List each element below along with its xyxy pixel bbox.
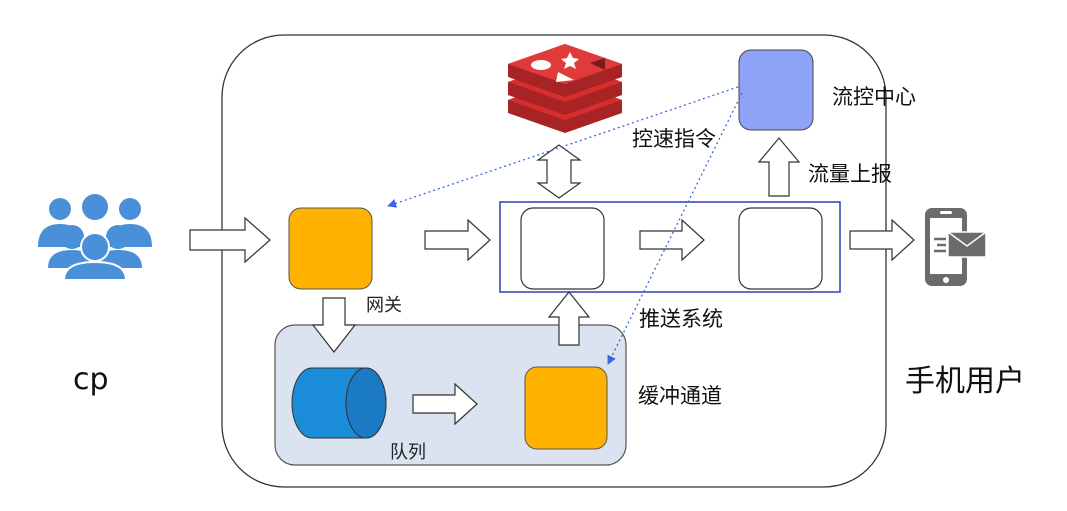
arrow-redis-push	[536, 144, 582, 199]
traffic-report-label: 流量上报	[808, 162, 892, 186]
arrow-gateway-push	[424, 218, 491, 262]
speed-command-label: 控速指令	[632, 127, 716, 151]
push-system-label: 推送系统	[639, 307, 723, 331]
push-node-1	[520, 207, 605, 290]
redis-icon	[508, 44, 622, 133]
phone-message-icon	[925, 208, 987, 286]
flow-control-label: 流控中心	[832, 85, 916, 109]
flow-control-box	[738, 49, 814, 131]
arrow-cp-gateway	[189, 216, 271, 264]
dotted-to-buffer	[607, 92, 743, 365]
arrow-traffic-report	[757, 137, 801, 197]
system-boundary	[221, 34, 887, 488]
mobile-user-label: 手机用户	[905, 364, 1025, 399]
buffer-channel-label: 缓冲通道	[638, 384, 722, 408]
buffer-box	[524, 366, 608, 450]
arrow-buffer-push	[547, 291, 591, 346]
push-node-2	[738, 207, 823, 290]
gateway-label: 网关	[366, 295, 402, 316]
arrow-queue-buffer	[412, 382, 478, 426]
arrow-push-phone	[849, 218, 915, 262]
dotted-to-gateway	[387, 86, 739, 208]
push-system-frame	[499, 201, 841, 293]
users-icon	[38, 194, 152, 281]
queue-cylinder	[291, 367, 387, 439]
arrow-push-internal	[639, 218, 705, 262]
queue-label: 队列	[390, 442, 426, 463]
arrow-gateway-queue	[311, 297, 357, 353]
cp-label: cp	[73, 362, 109, 397]
gateway-box	[288, 207, 373, 290]
